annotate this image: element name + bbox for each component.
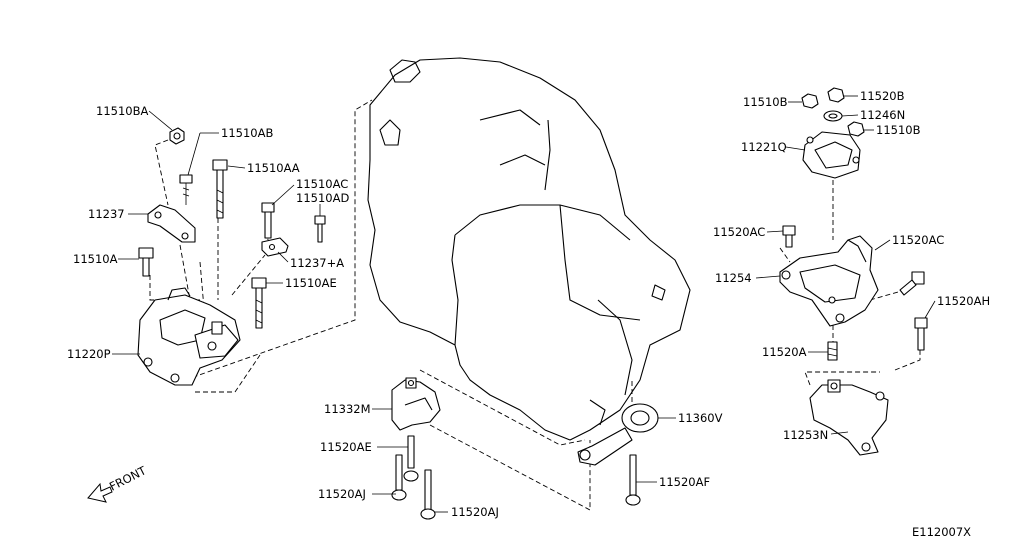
- front-arrow-icon: [87, 482, 113, 503]
- label-11520ac-2: 11520AC: [892, 233, 944, 247]
- bracket-11237: [147, 204, 196, 243]
- left-mount-group: [137, 127, 326, 386]
- stud-11520a: [827, 341, 838, 361]
- bracket-11332m: [391, 377, 441, 431]
- label-11510ab: 11510AB: [221, 126, 273, 140]
- label-11360v: 11360V: [678, 411, 723, 425]
- label-11510aa: 11510AA: [247, 161, 300, 175]
- engine-block: [367, 57, 691, 441]
- bolt-11520ae: [403, 435, 419, 482]
- bolt-11510ad: [314, 215, 326, 243]
- nut-11510ba: [169, 127, 185, 145]
- washer-11246n: [823, 110, 843, 122]
- bolt-11520aj-2: [420, 469, 436, 520]
- label-11510b-2: 11510B: [876, 123, 921, 137]
- bolt-11510aa: [212, 159, 228, 219]
- part-labels: 11510BA 11510AB 11510AA 11510AC 11510AD …: [67, 89, 990, 519]
- label-11510ba: 11510BA: [96, 104, 148, 118]
- diagram-code: E112007X: [912, 525, 971, 539]
- label-11220p: 11220P: [67, 347, 111, 361]
- center-mount-group: [391, 377, 659, 520]
- nut-11520b: [827, 87, 845, 103]
- label-11221q: 11221Q: [741, 140, 787, 154]
- leader-lines: [112, 95, 936, 513]
- label-11520ae: 11520AE: [320, 440, 372, 454]
- label-11520a: 11520A: [762, 345, 807, 359]
- bracket-11254: [779, 235, 879, 327]
- bolt-11520ac-1: [782, 225, 796, 248]
- torque-rod-11360v: [577, 403, 659, 466]
- label-11510ac: 11510AC: [296, 177, 348, 191]
- nut-11510b-1: [801, 93, 819, 109]
- label-11332m: 11332M: [324, 402, 371, 416]
- bolt-11520aj-1: [391, 454, 407, 501]
- label-11520ac-1: 11520AC: [713, 225, 765, 239]
- label-11510b-1: 11510B: [743, 95, 788, 109]
- insulator-11221q: [802, 131, 861, 179]
- bolt-11520ah: [914, 317, 928, 351]
- label-11520aj-1: 11520AJ: [318, 487, 366, 501]
- label-11510a: 11510A: [73, 252, 118, 266]
- right-mount-group: [779, 87, 928, 456]
- front-direction-indicator: FRONT: [87, 463, 149, 503]
- bolt-11510ac: [261, 202, 275, 239]
- label-11520b: 11520B: [860, 89, 905, 103]
- bracket-11237a: [261, 237, 289, 257]
- bracket-11253n: [809, 379, 889, 456]
- bolt-11520af: [625, 454, 641, 506]
- nut-11510b-2: [847, 121, 865, 137]
- label-11520ah: 11520AH: [937, 294, 990, 308]
- label-11520af: 11520AF: [659, 475, 710, 489]
- label-11246n: 11246N: [860, 108, 905, 122]
- label-11254: 11254: [715, 271, 752, 285]
- front-label: FRONT: [107, 463, 149, 494]
- mount-11220p: [137, 287, 241, 386]
- bolt-11510ab: [179, 174, 193, 205]
- bolt-11520ac-2: [899, 271, 925, 296]
- label-11510ad: 11510AD: [296, 191, 349, 205]
- label-11253n: 11253N: [783, 428, 828, 442]
- bolt-11510ae: [251, 277, 267, 329]
- label-11510ae: 11510AE: [285, 276, 337, 290]
- label-11237a: 11237+A: [290, 256, 344, 270]
- label-11520aj-2: 11520AJ: [451, 505, 499, 519]
- label-11237: 11237: [88, 207, 125, 221]
- bolt-11510a: [138, 247, 154, 277]
